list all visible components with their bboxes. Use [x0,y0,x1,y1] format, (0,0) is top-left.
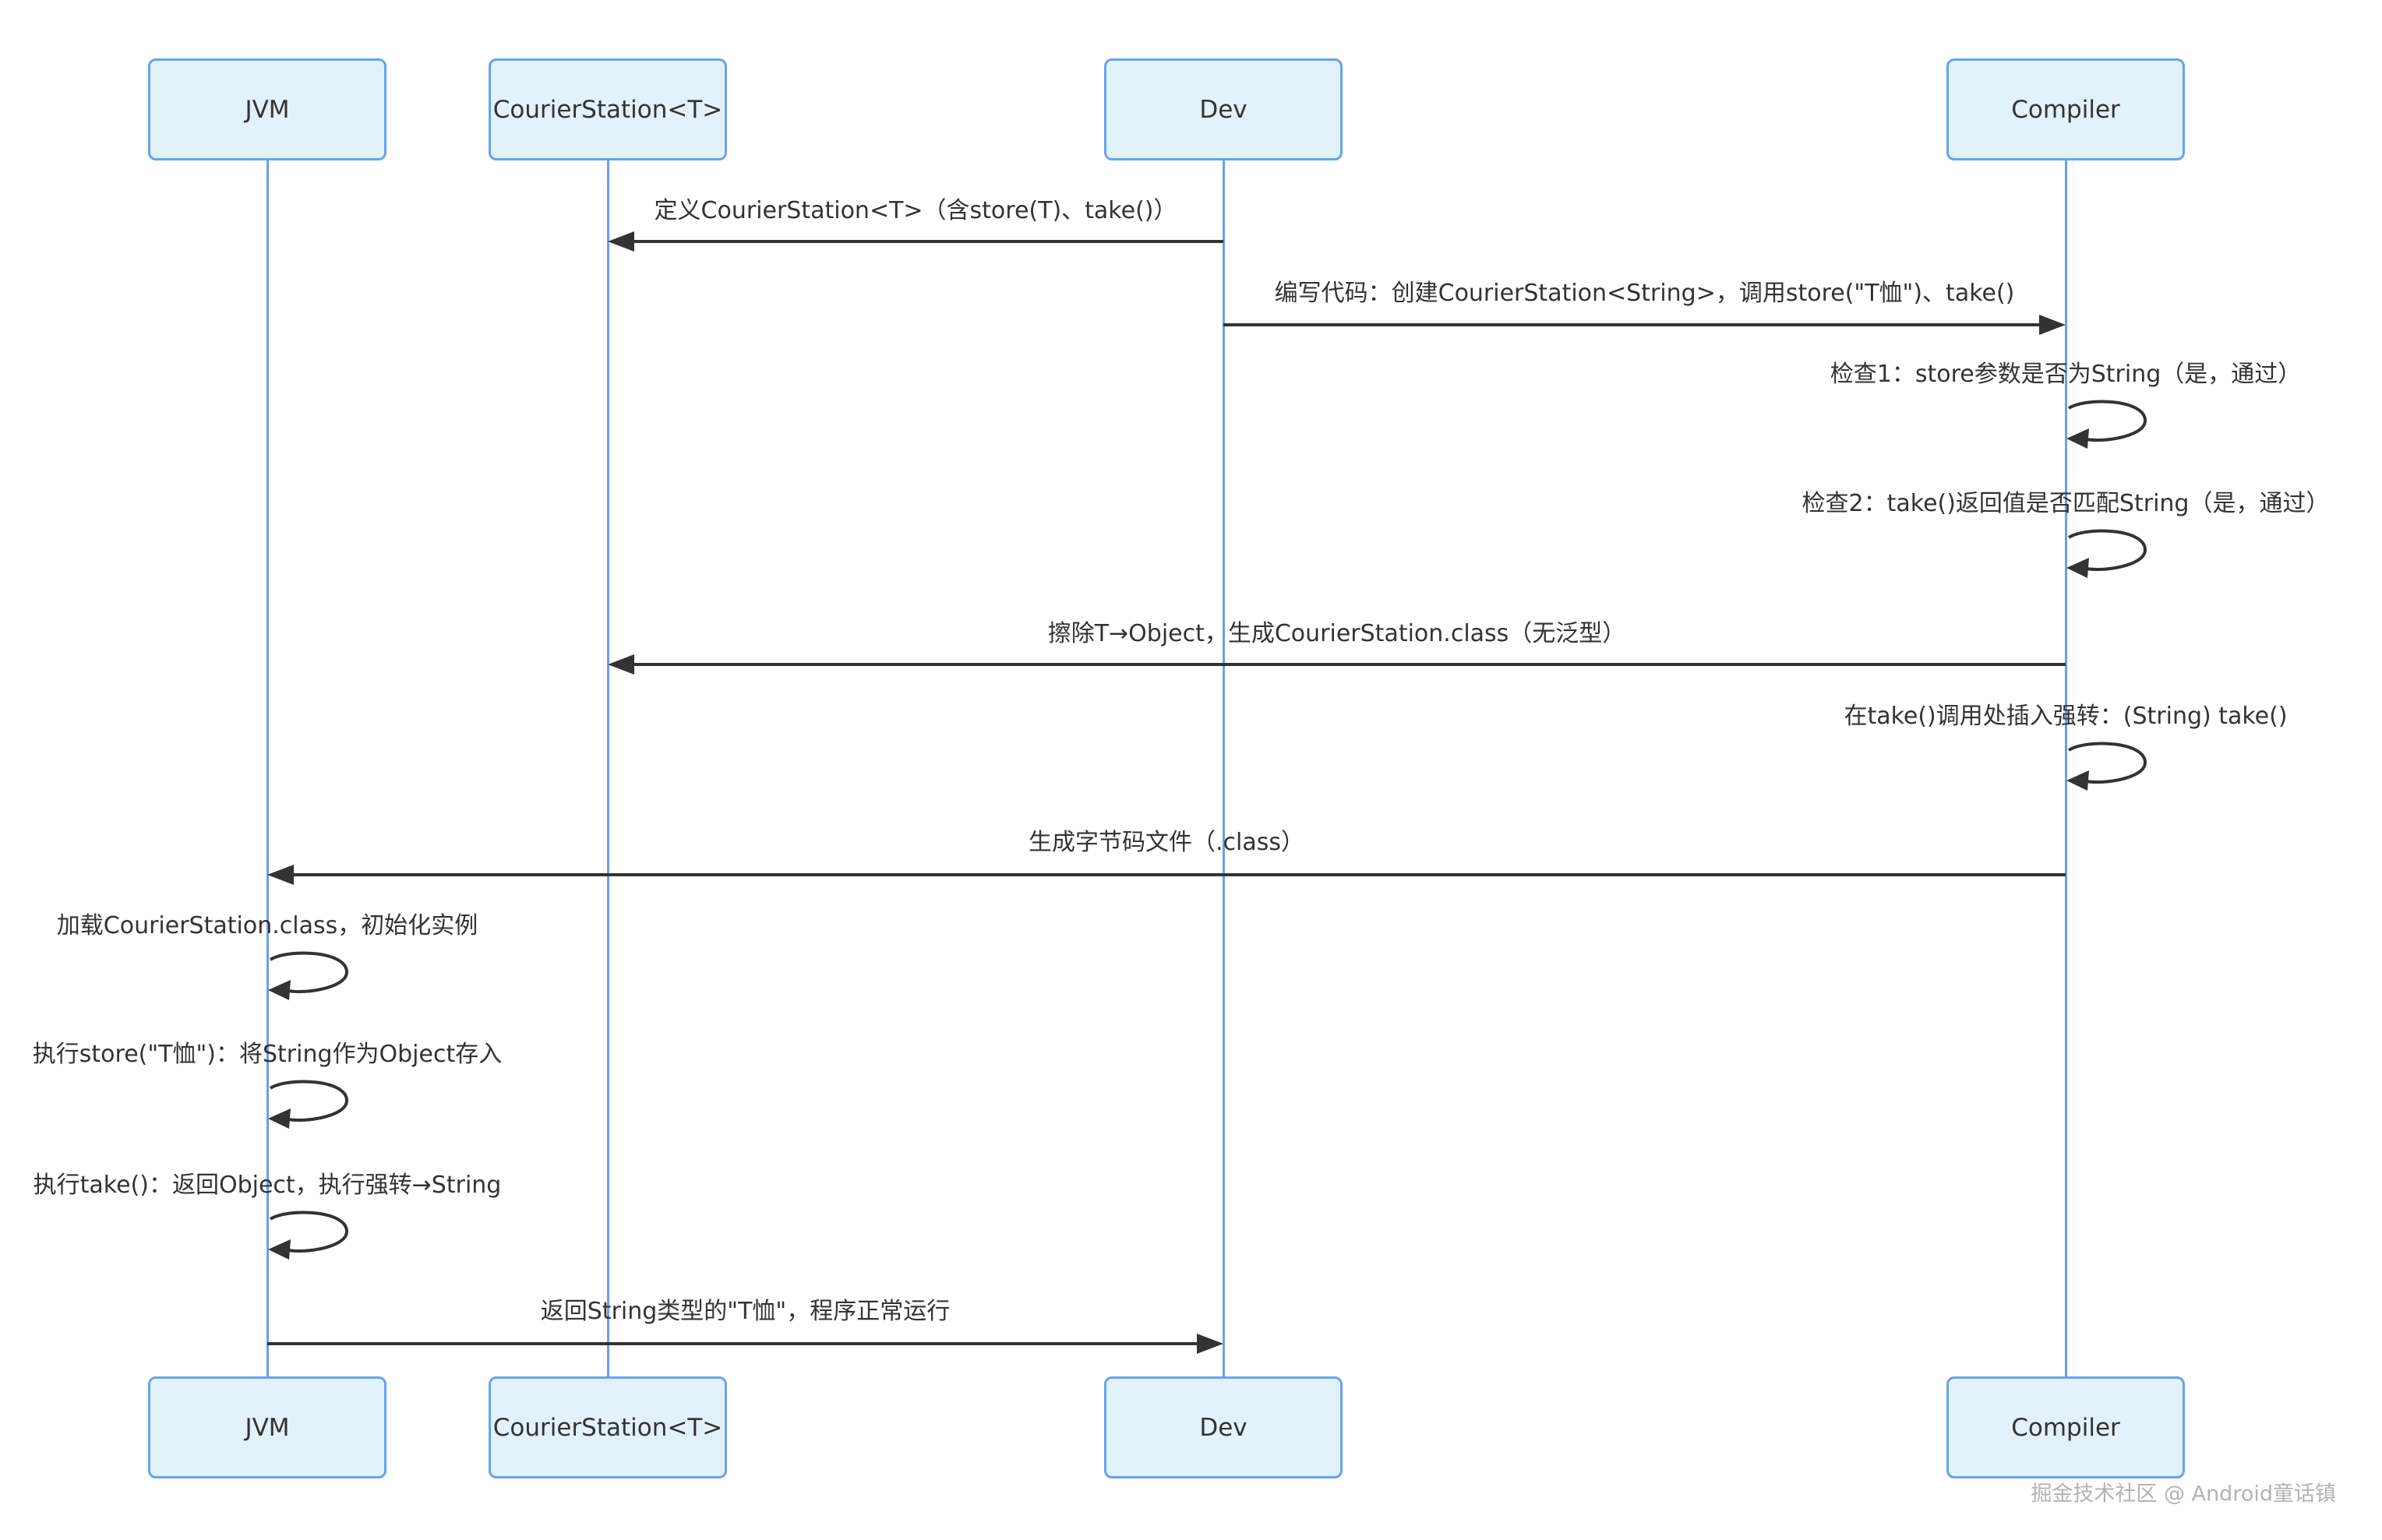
participant-label: Compiler [2011,95,2120,124]
message-arrowhead [1197,1334,1223,1354]
self-message-label: 检查2：take()返回值是否匹配String（是，通过） [1801,490,2330,517]
participant-bottom-box-jvm: JVM [148,1376,386,1478]
watermark: 掘金技术社区 @ Android童话镇 [2031,1482,2336,1507]
self-message-loop [2063,399,2154,455]
participant-label: CourierStation<T> [492,95,723,124]
participant-label: Dev [1199,95,1247,124]
self-message-label: 检查1：store参数是否为String（是，通过） [1830,361,2302,388]
self-message-loop [264,1210,356,1266]
message-arrow-line [1223,323,2042,326]
self-loop-arrow-icon [2066,529,2147,578]
message-label: 擦除T→Object，生成CourierStation.class（无泛型） [1047,620,1626,647]
message-arrow-line [267,1342,1200,1345]
lifeline-dev [1223,160,1225,1376]
message-arrow-line [631,240,1223,243]
self-loop-arrow-icon [268,1211,349,1260]
self-message-label: 执行store("T恤")：将String作为Object存入 [32,1041,503,1068]
self-loop-arrow-icon [268,1080,349,1129]
participant-label: JVM [245,1413,290,1442]
participant-bottom-box-compiler: Compiler [1946,1376,2185,1478]
participant-top-box-dev: Dev [1104,58,1343,160]
self-message-loop [264,950,356,1006]
participant-top-box-courierstation: CourierStation<T> [489,58,727,160]
message-label: 生成字节码文件（.class） [1028,829,1305,856]
participant-top-box-compiler: Compiler [1946,58,2185,160]
lifeline-compiler [2065,160,2067,1376]
self-loop-arrow-icon [2066,400,2147,449]
participant-label: CourierStation<T> [492,1413,723,1442]
lifeline-jvm [266,160,269,1376]
message-arrowhead [2039,315,2066,335]
participant-bottom-box-dev: Dev [1104,1376,1343,1478]
self-message-loop [2063,741,2154,797]
participant-bottom-box-courierstation: CourierStation<T> [489,1376,727,1478]
message-label: 定义CourierStation<T>（含store(T)、take()） [654,197,1177,224]
participant-label: JVM [245,95,290,124]
participant-top-box-jvm: JVM [148,58,386,160]
self-loop-arrow-icon [2066,742,2147,791]
self-message-label: 在take()调用处插入强转：(String) take() [1844,703,2288,730]
participant-label: Dev [1199,1413,1247,1442]
self-message-label: 加载CourierStation.class，初始化实例 [56,912,478,939]
self-message-loop [264,1079,356,1135]
message-label: 编写代码：创建CourierStation<String>，调用store("T… [1274,280,2015,307]
self-message-label: 执行take()：返回Object，执行强转→String [33,1172,502,1199]
participant-label: Compiler [2011,1413,2120,1442]
self-message-loop [2063,528,2154,584]
message-arrow-line [631,663,2066,666]
message-arrow-line [291,873,2066,876]
message-label: 返回String类型的"T恤"，程序正常运行 [540,1298,951,1325]
self-loop-arrow-icon [268,951,349,1000]
message-arrowhead [267,865,294,885]
message-arrowhead [608,654,634,675]
lifeline-courierstation [607,160,609,1376]
message-arrowhead [608,231,634,252]
